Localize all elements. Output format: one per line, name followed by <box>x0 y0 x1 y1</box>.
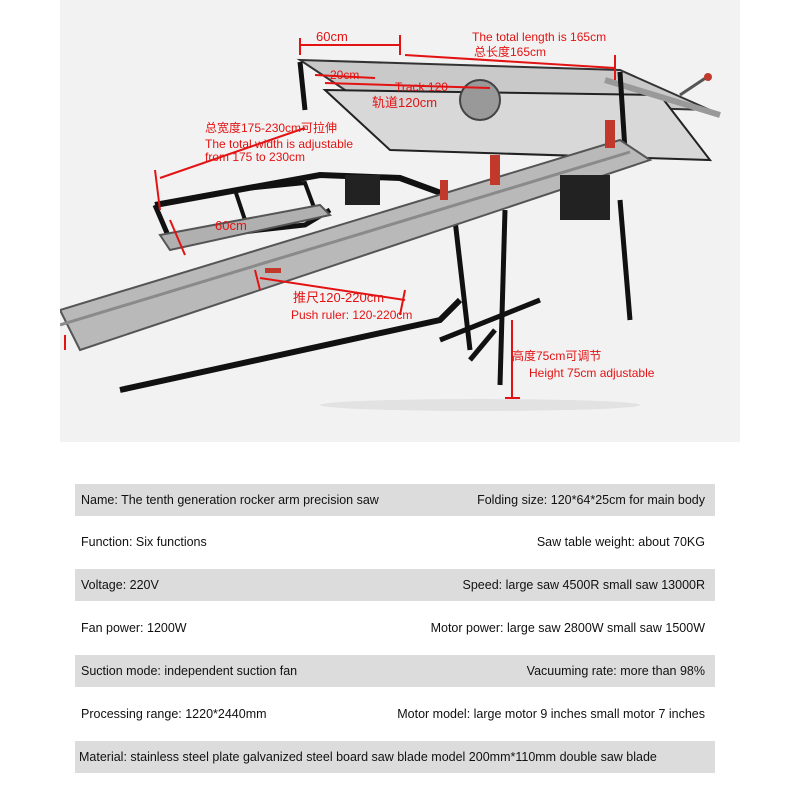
spec-row-4: Fan power: 1200W Motor power: large saw … <box>75 612 715 644</box>
spec-row-7: Material: stainless steel plate galvaniz… <box>75 741 715 773</box>
product-photo: 60cm The total length is 165cm 总长度165cm … <box>60 0 740 442</box>
spec-row-3: Voltage: 220V Speed: large saw 4500R sma… <box>75 569 715 601</box>
dimension-60cm-side: 60cm <box>215 218 247 233</box>
spec-row-2: Function: Six functions Saw table weight… <box>75 526 715 558</box>
spec-vacuuming-rate: Vacuuming rate: more than 98% <box>526 664 705 678</box>
sliding-rail <box>60 138 653 352</box>
track-en: Track 120 <box>395 80 448 94</box>
total-length-en: The total length is 165cm <box>472 30 607 44</box>
track-cn: 轨道120cm <box>372 95 438 110</box>
push-ruler-cn: 推尺120-220cm <box>293 290 385 305</box>
spec-row-6: Processing range: 1220*2440mm Motor mode… <box>75 698 715 730</box>
spec-name: Name: The tenth generation rocker arm pr… <box>81 493 379 507</box>
total-length-cn: 总长度165cm <box>474 45 547 59</box>
spec-folding-size: Folding size: 120*64*25cm for main body <box>477 493 705 507</box>
total-width-cn: 总宽度175-230cm可拉伸 <box>205 121 338 135</box>
spec-table: Name: The tenth generation rocker arm pr… <box>75 484 715 773</box>
spec-row-1: Name: The tenth generation rocker arm pr… <box>75 484 715 516</box>
spec-motor-model: Motor model: large motor 9 inches small … <box>397 707 705 721</box>
dimension-60cm-top: 60cm <box>316 29 348 44</box>
total-width-en-line2: from 175 to 230cm <box>205 150 306 164</box>
spec-voltage: Voltage: 220V <box>81 578 159 592</box>
height-cn: 高度75cm可调节 <box>512 349 602 363</box>
spec-fan-power: Fan power: 1200W <box>81 621 187 635</box>
height-en: Height 75cm adjustable <box>529 366 655 380</box>
spec-function: Function: Six functions <box>81 535 207 549</box>
spec-suction-mode: Suction mode: independent suction fan <box>81 664 298 678</box>
dimension-20cm: 20cm <box>330 68 360 82</box>
total-width-en-line1: The total width is adjustable <box>205 137 354 151</box>
spec-row-5: Suction mode: independent suction fan Va… <box>75 655 715 687</box>
spec-speed: Speed: large saw 4500R small saw 13000R <box>462 578 706 592</box>
spec-weight: Saw table weight: about 70KG <box>536 535 705 549</box>
spec-processing-range: Processing range: 1220*2440mm <box>81 707 267 721</box>
spec-motor-power: Motor power: large saw 2800W small saw 1… <box>430 621 705 635</box>
push-ruler-en: Push ruler: 120-220cm <box>291 308 413 322</box>
spec-material: Material: stainless steel plate galvaniz… <box>79 750 657 764</box>
sliding-table-saw-illustration <box>60 35 721 411</box>
